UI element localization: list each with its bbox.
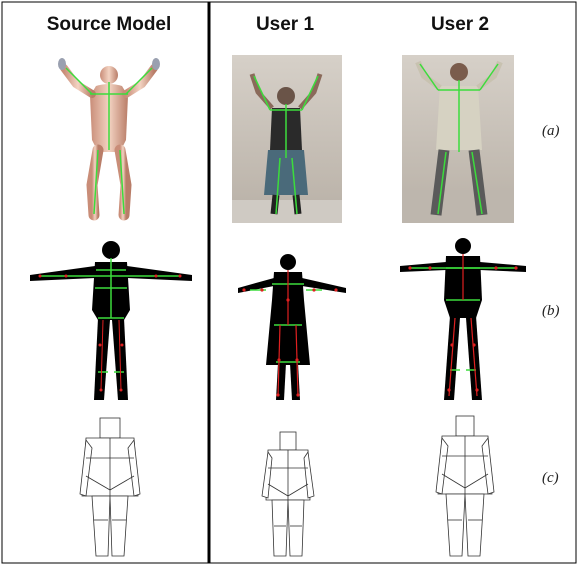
- user-2-mesh: [435, 415, 495, 557]
- column-header-source-model: Source Model: [46, 14, 172, 35]
- source-model-render: [58, 58, 160, 221]
- user-1-photo: [232, 55, 342, 223]
- source-model-silhouette: [30, 241, 192, 400]
- source-model-mesh: [79, 417, 141, 557]
- row-label-c: (c): [542, 470, 559, 486]
- row-label-a: (a): [542, 123, 560, 139]
- row-label-b: (b): [542, 303, 560, 319]
- user-2-photo: [402, 55, 514, 223]
- column-header-user-2: User 2: [430, 14, 490, 35]
- user-1-mesh: [261, 431, 315, 557]
- user-1-silhouette: [238, 254, 346, 400]
- user-2-silhouette: [400, 238, 526, 400]
- column-header-user-1: User 1: [255, 14, 315, 35]
